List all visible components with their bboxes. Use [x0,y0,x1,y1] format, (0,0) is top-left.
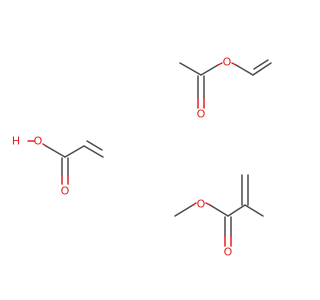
bond [86,140,103,151]
bond [83,145,104,158]
hydrogen-atom-label: H [12,135,20,148]
bond [244,204,264,217]
bond [253,59,269,70]
bond [252,62,272,76]
methyl-methacrylate-molecule: O O [174,174,264,259]
oxygen-atom-label: O [223,56,232,69]
structure-diagram: O O H O O O O [12,56,272,259]
bond [235,64,254,76]
bond [174,204,194,217]
bond [192,202,197,206]
oxygen-atom-label: O [34,135,43,148]
vinyl-acetate-molecule: O O [179,56,272,121]
acrylic-acid-molecule: H O O [12,135,104,198]
bond [209,204,229,217]
bond [217,62,223,66]
oxygen-atom-label: O [61,185,70,198]
oxygen-atom-label: O [224,246,233,259]
bond [227,204,246,217]
bond [64,145,85,158]
structure-canvas: O O H O O O O [11,55,272,259]
oxygen-atom-label: O [197,108,206,121]
oxygen-atom-label: O [197,198,206,211]
bond [45,145,66,158]
bond [179,62,202,76]
bond [200,64,219,76]
